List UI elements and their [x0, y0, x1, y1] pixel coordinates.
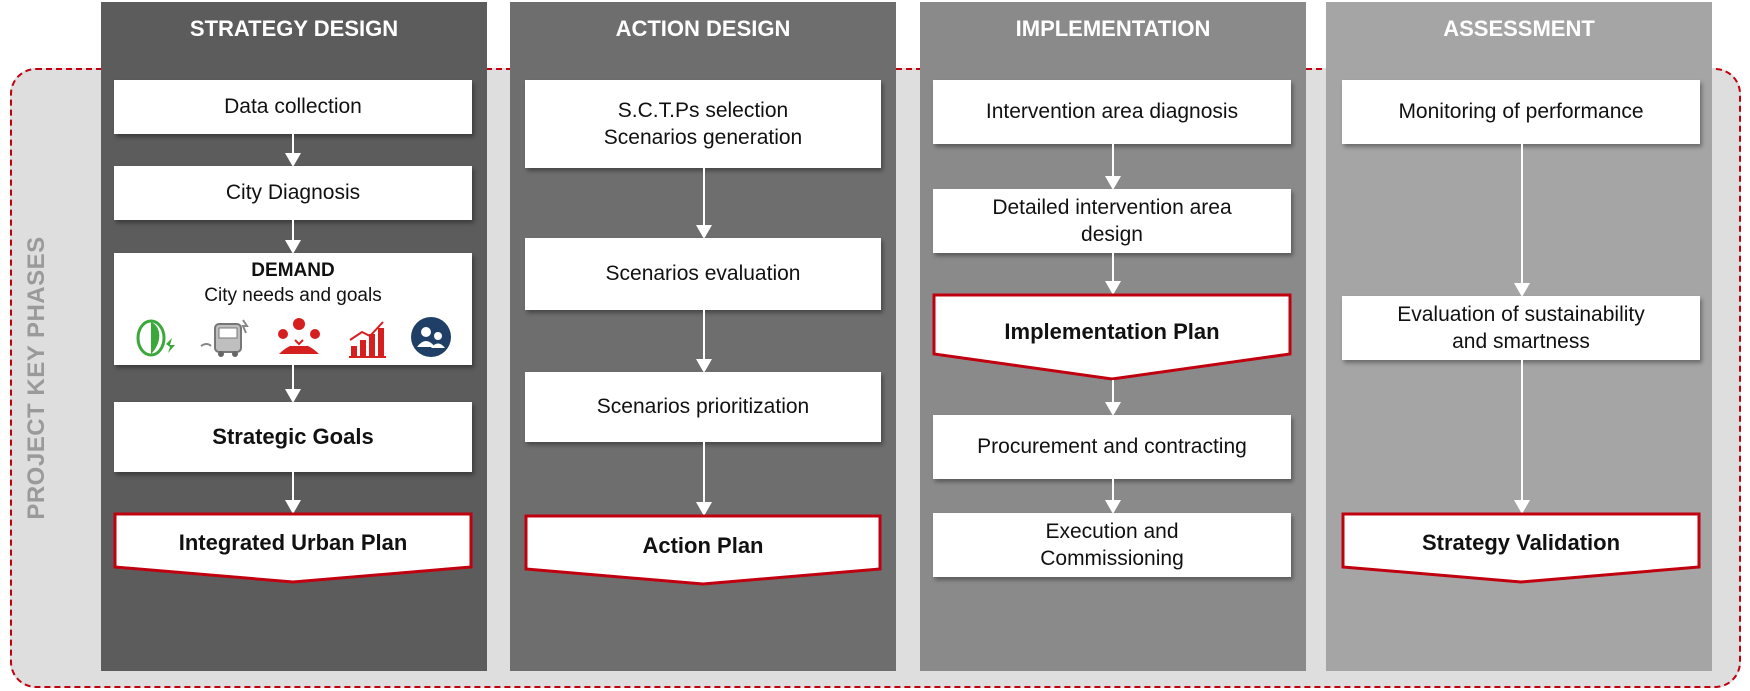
flow-arrow — [1514, 144, 1530, 297]
flow-arrow — [1105, 380, 1121, 416]
flow-arrow — [285, 472, 301, 514]
demand-icons — [133, 315, 453, 359]
box-sctp-selection: S.C.T.Ps selection Scenarios generation — [525, 80, 881, 168]
flow-arrow — [696, 442, 712, 516]
column-title: ASSESSMENT — [1443, 16, 1595, 41]
box-evaluation-sustainability: Evaluation of sustainability and smartne… — [1342, 296, 1700, 360]
column-action-design: ACTION DESIGN S.C.T.Ps selection Scenari… — [510, 2, 896, 671]
output-action-plan: Action Plan — [524, 514, 882, 586]
flow-arrow — [696, 310, 712, 373]
box-strategic-goals: Strategic Goals — [114, 402, 472, 472]
box-city-diagnosis: City Diagnosis — [114, 166, 472, 220]
column-strategy-design: STRATEGY DESIGN Data collection City Dia… — [101, 2, 487, 671]
box-execution: Execution and Commissioning — [933, 513, 1291, 577]
growth-chart-icon — [349, 321, 386, 358]
output-implementation-plan: Implementation Plan — [932, 293, 1292, 381]
column-assessment: ASSESSMENT Monitoring of performance Eva… — [1326, 2, 1712, 671]
flow-arrow — [285, 134, 301, 167]
output-strategy-validation: Strategy Validation — [1341, 512, 1701, 584]
bus-charging-icon — [200, 319, 249, 357]
output-integrated-urban-plan: Integrated Urban Plan — [113, 512, 473, 584]
people-meeting-icon — [278, 317, 320, 354]
box-demand: DEMAND City needs and goals — [114, 253, 472, 365]
box-scenarios-prioritization: Scenarios prioritization — [525, 372, 881, 442]
box-detailed-design: Detailed intervention area design — [933, 189, 1291, 253]
leaf-energy-icon — [136, 319, 175, 357]
globe-people-icon — [411, 316, 451, 357]
box-intervention-diagnosis: Intervention area diagnosis — [933, 80, 1291, 144]
flow-arrow — [696, 168, 712, 239]
box-scenarios-evaluation: Scenarios evaluation — [525, 238, 881, 310]
box-monitoring: Monitoring of performance — [1342, 80, 1700, 144]
flow-arrow — [1105, 144, 1121, 190]
column-title: IMPLEMENTATION — [1015, 16, 1211, 41]
column-implementation: IMPLEMENTATION Intervention area diagnos… — [920, 2, 1306, 671]
flow-arrow — [285, 365, 301, 403]
side-label: PROJECT KEY PHASES — [23, 236, 50, 520]
flow-arrow — [1105, 479, 1121, 514]
column-title: ACTION DESIGN — [615, 16, 791, 41]
box-procurement: Procurement and contracting — [933, 415, 1291, 479]
box-data-collection: Data collection — [114, 80, 472, 134]
flow-arrow — [1105, 253, 1121, 295]
column-title: STRATEGY DESIGN — [189, 16, 399, 41]
flow-arrow — [285, 220, 301, 254]
flow-arrow — [1514, 360, 1530, 514]
